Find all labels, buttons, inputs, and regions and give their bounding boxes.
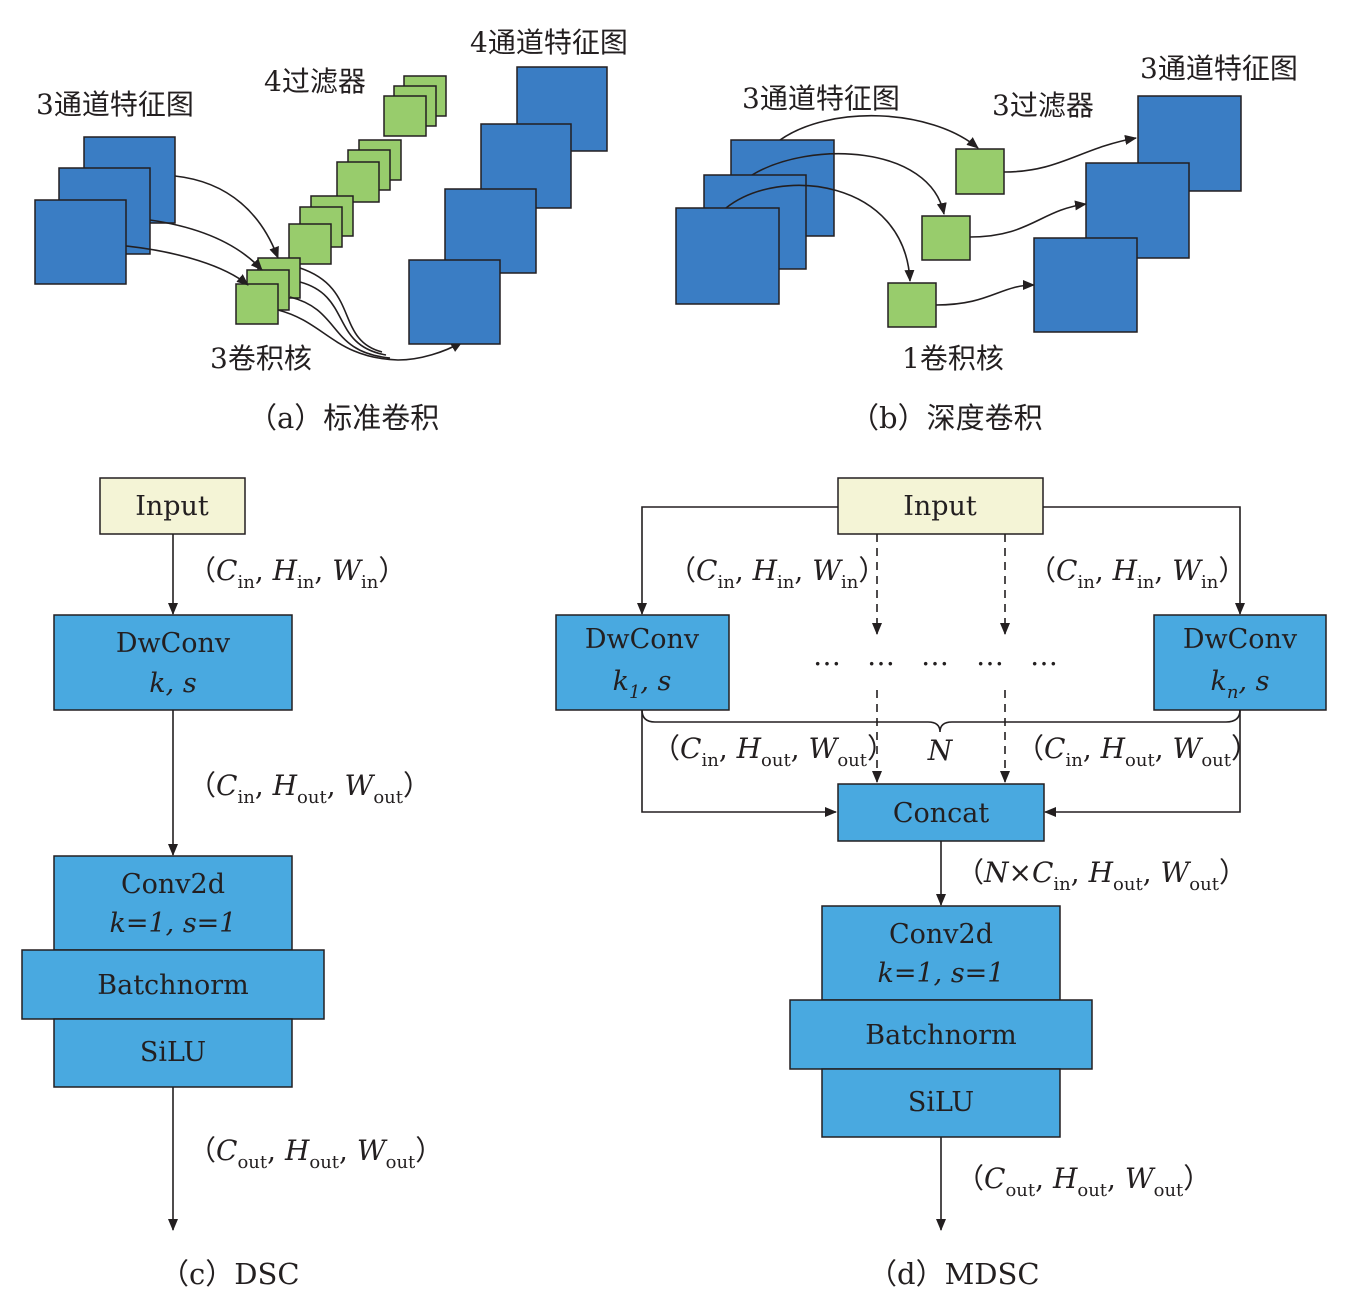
mdsc-dwconv-right-param: kn, s [1211,666,1270,703]
mdsc-to-concat-left [641,710,837,817]
panel-a-output-arrows [277,267,463,361]
panel-b-caption: （b）深度卷积 [850,401,1043,435]
panel-a-output-feature-maps [408,66,608,345]
panel-a: 3通道特征图 4过滤器 [34,26,628,435]
filter-1-a [235,283,279,325]
panel-c-caption: （c）DSC [160,1257,300,1291]
mdsc-shape-in-left: （Cin, Hin, Win） [668,554,886,593]
panel-b-filters-label: 3过滤器 [992,89,1094,122]
panel-a-kernel-label: 3卷积核 [210,342,312,375]
panel-d: Input （Cin, Hin, Win） （Cin, Hin, Win） Dw… [555,477,1327,1291]
arrow-b3 [725,184,915,282]
dsc-input-box [99,477,246,535]
panel-b-filters [887,148,1005,328]
arrow-a5 [299,281,387,356]
dsc-dwconv-box [53,614,293,711]
panel-a-caption: （a）标准卷积 [248,401,439,435]
arrow-a1 [174,175,279,259]
mdsc-n-label: N [927,734,954,767]
arrow-b1 [779,114,979,149]
input-map-1 [675,207,780,305]
dsc-input-label: Input [135,491,209,522]
arrow-a6 [289,296,391,359]
panel-b-input-feature-maps [675,139,835,305]
mdsc-dwconv-right-box [1153,614,1327,711]
mdsc-ellipsis-2: … [867,639,895,672]
dsc-dwconv-param: k, s [149,668,196,699]
mdsc-dwconv-left-param: k1, s [613,666,672,703]
dsc-shape-1: （Cin, Hin, Win） [188,554,406,593]
arrow-a2 [149,219,263,271]
filter-2-a [288,223,332,265]
arrow-b5 [969,200,1087,238]
dsc-dwconv-title: DwConv [116,628,231,659]
panel-b-output-label: 3通道特征图 [1140,52,1298,85]
mdsc-input-box [837,477,1044,535]
mdsc-ellipsis-1: … [813,639,841,672]
panel-c: Input （Cin, Hin, Win） DwConv k, s （Cin, … [21,477,443,1291]
dsc-conv2d-title: Conv2d [121,869,225,900]
input-map-1 [34,199,127,285]
arrow-b4 [1003,135,1137,173]
output-map-1 [408,259,501,345]
mdsc-conv2d-title: Conv2d [889,919,993,950]
mdsc-shape-concat: （N×Cin, Hout, Wout） [956,856,1247,895]
filter-3 [955,148,1005,195]
dsc-batchnorm-box [21,949,325,1020]
dsc-silu-box [53,1018,293,1088]
output-map-2 [444,188,537,274]
mdsc-branch-right [1043,506,1245,615]
filter-1 [887,282,937,328]
mdsc-ellipsis-3: … [921,639,949,672]
panel-a-input-label: 3通道特征图 [36,88,194,121]
arrow-b6 [935,280,1035,306]
dsc-silu-label: SiLU [140,1037,206,1068]
mdsc-ellipsis-4: … [976,639,1004,672]
mdsc-branch-left [637,506,838,615]
panel-a-filters-label: 4过滤器 [264,65,366,98]
mdsc-shape-in-right: （Cin, Hin, Win） [1028,554,1246,593]
mdsc-silu-box [821,1068,1061,1138]
output-map-1 [1033,237,1138,333]
arrow-a4 [299,267,383,353]
dsc-shape-2: （Cin, Hout, Wout） [188,769,431,808]
mdsc-conv2d-param: k=1, s=1 [878,958,1005,989]
mdsc-shape-mid-right: （Cin, Hout, Wout） [1016,732,1259,771]
panel-a-input-feature-maps [34,136,176,285]
mdsc-dwconv-left-box [555,614,730,711]
filter-4-a [383,95,427,137]
mdsc-to-concat-right [1044,710,1241,817]
arrow-b2 [751,152,947,215]
mdsc-ellipsis-5: … [1030,639,1058,672]
mdsc-dwconv-left-title: DwConv [585,624,700,655]
panel-d-caption: （d）MDSC [868,1257,1040,1291]
panel-b-output-arrows [935,135,1137,306]
mdsc-conv2d-box [821,905,1061,1001]
panel-a-filter-stack [235,75,447,325]
panel-b-input-arrows [725,114,979,282]
panel-b-kernel-label: 1卷积核 [902,342,1004,375]
dsc-shape-3: （Cout, Hout, Wout） [188,1134,443,1173]
panel-a-input-arrows [125,175,279,286]
mdsc-batchnorm-label: Batchnorm [865,1020,1016,1051]
mdsc-batchnorm-box [789,999,1093,1070]
mdsc-silu-label: SiLU [908,1087,974,1118]
mdsc-input-label: Input [903,491,977,522]
arrow-a7 [277,309,463,361]
panel-b-input-label: 3通道特征图 [742,82,900,115]
mdsc-brace [641,709,1241,733]
panel-a-output-label: 4通道特征图 [470,26,628,59]
mdsc-concat-label: Concat [893,798,990,829]
dsc-batchnorm-label: Batchnorm [97,970,248,1001]
mdsc-shape-mid-left: （Cin, Hout, Wout） [652,732,895,771]
mdsc-concat-box [837,783,1045,842]
panel-b: 3通道特征图 3过滤器 1卷积核 3通道特征图 （b）深度 [675,52,1298,435]
panel-b-output-feature-maps [1033,95,1242,333]
mdsc-dwconv-right-title: DwConv [1183,624,1298,655]
filter-2 [921,215,971,261]
dsc-conv2d-param: k=1, s=1 [110,908,237,939]
mdsc-shape-out: （Cout, Hout, Wout） [956,1162,1211,1201]
arrow-a3 [125,245,249,286]
